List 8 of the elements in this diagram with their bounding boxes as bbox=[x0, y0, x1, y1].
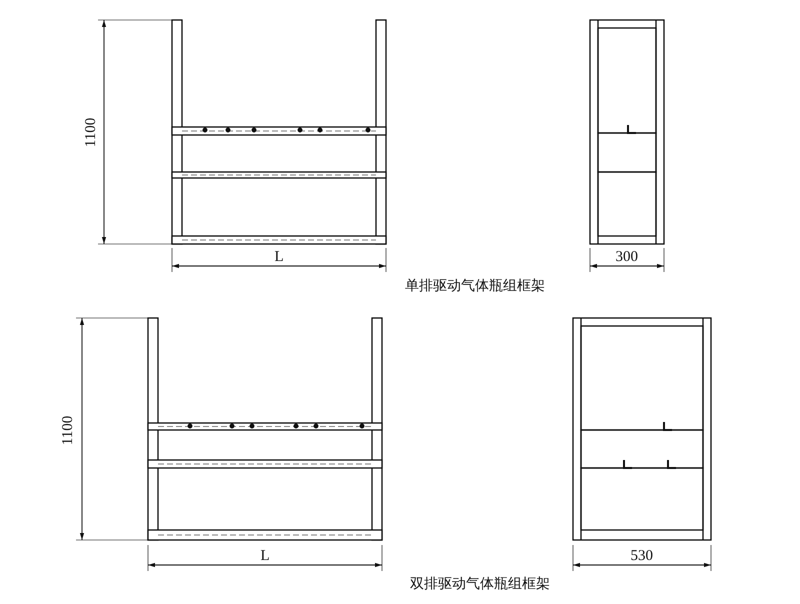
dimension-value: 1100 bbox=[84, 117, 99, 147]
drawing-caption: 单排驱动气体瓶组框架 bbox=[405, 279, 545, 293]
dimension-value: 530 bbox=[630, 548, 653, 564]
dimension-value: 300 bbox=[616, 250, 638, 264]
dimension-value: L bbox=[260, 548, 270, 564]
dimension-value: L bbox=[274, 250, 284, 264]
dimension-value: 1100 bbox=[60, 415, 76, 445]
drawing-caption: 双排驱动气体瓶组框架 bbox=[410, 577, 550, 591]
